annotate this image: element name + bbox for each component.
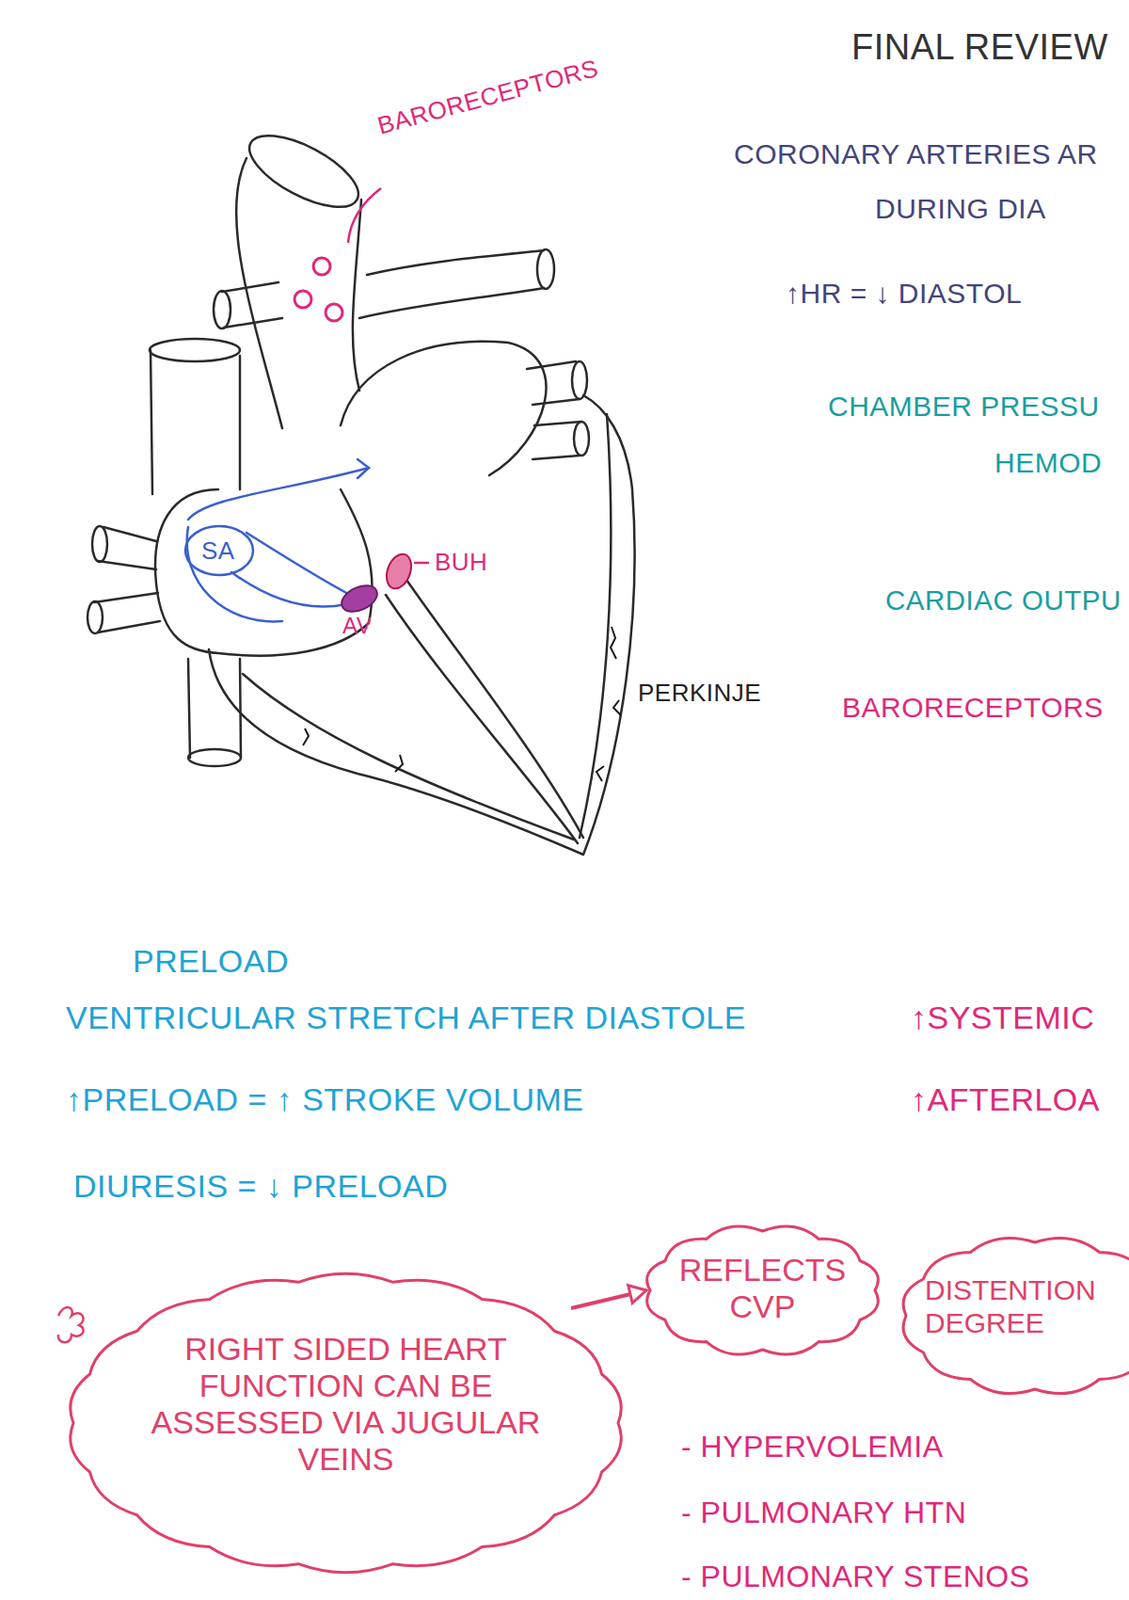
node-label: AV: [342, 613, 372, 638]
cloud-text: DISTENTION DEGREE: [924, 1273, 1118, 1339]
note-text: ↑PRELOAD = ↑ STROKE VOLUME: [65, 1081, 585, 1117]
callout-cloud: RIGHT SIDED HEART FUNCTION CAN BE ASSESS…: [65, 1272, 626, 1574]
node-label: SA: [201, 537, 236, 565]
cloud-text: RIGHT SIDED HEART FUNCTION CAN BE ASSESS…: [125, 1330, 568, 1478]
part-label: PERKINJE: [637, 679, 762, 707]
note-text: DURING DIA: [874, 192, 1047, 224]
note-text: VENTRICULAR STRETCH AFTER DIASTOLE: [65, 1000, 747, 1035]
cloud-border: [647, 1225, 879, 1354]
note-text: CHAMBER PRESSU: [827, 390, 1100, 422]
note-text: ↑AFTERLOA: [910, 1081, 1100, 1117]
note-text: ↑HR = ↓ DIASTOL: [785, 277, 1022, 309]
note-text: DIURESIS = ↓ PRELOAD: [73, 1168, 448, 1204]
cloud-text: REFLECTS CVP: [673, 1251, 853, 1325]
list-item: - HYPERVOLEMIA: [681, 1430, 943, 1463]
note-text: BARORECEPTORS: [842, 691, 1104, 723]
note-text: CORONARY ARTERIES AR: [733, 138, 1098, 170]
part-label: BARORECEPTORS: [374, 54, 602, 140]
arrow-connector: [571, 1285, 647, 1308]
callout-cloud: DISTENTION DEGREE: [898, 1234, 1129, 1397]
page-title: FINAL REVIEW: [851, 28, 1109, 68]
callout-cloud: REFLECTS CVP: [642, 1223, 883, 1357]
cloud-border: [70, 1272, 621, 1573]
section-heading: PRELOAD: [132, 943, 289, 979]
list-item: - PULMONARY HTN: [681, 1495, 967, 1529]
note-text: CARDIAC OUTPU: [885, 585, 1122, 616]
cloud-border: [903, 1237, 1129, 1393]
note-text: HEMOD: [994, 446, 1102, 478]
list-item: - PULMONARY STENOS: [681, 1559, 1031, 1593]
node-label: BUH: [434, 548, 488, 576]
note-text: ↑SYSTEMIC: [910, 1000, 1095, 1035]
